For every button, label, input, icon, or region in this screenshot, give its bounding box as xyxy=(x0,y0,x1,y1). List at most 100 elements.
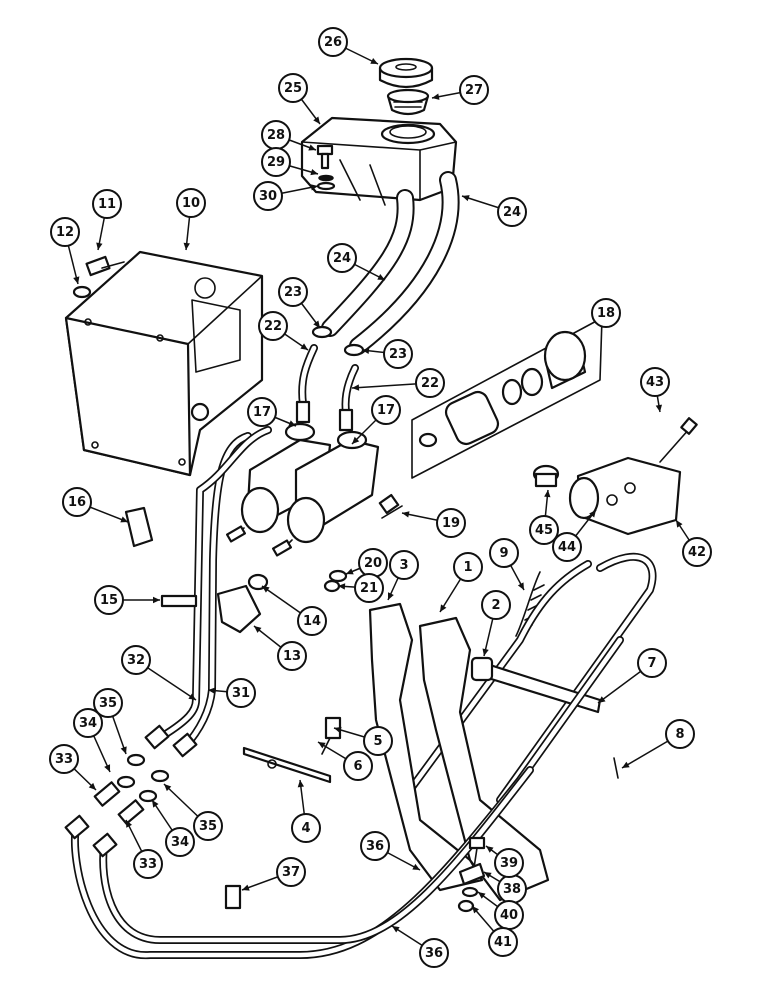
arrowhead-12 xyxy=(73,276,80,284)
callout-circle xyxy=(497,197,527,227)
callout-label: 20 xyxy=(364,556,382,571)
callout-42: 42 xyxy=(682,537,712,567)
callout-label: 12 xyxy=(56,225,74,240)
callout-circle xyxy=(436,508,466,538)
arrowhead-10 xyxy=(183,242,190,250)
hose-connectors-part xyxy=(295,344,359,432)
callout-19: 19 xyxy=(436,508,466,538)
arrowhead-36 xyxy=(412,863,420,870)
callout-circle xyxy=(383,339,413,369)
callout-10: 10 xyxy=(176,188,206,218)
arrowhead-45 xyxy=(544,490,551,498)
callout-label: 38 xyxy=(503,882,521,897)
callout-label: 41 xyxy=(494,935,512,950)
callout-14: 14 xyxy=(297,606,327,636)
bracket-part xyxy=(64,250,264,477)
callout-label: 2 xyxy=(491,598,500,613)
bolt-43-part xyxy=(659,417,698,463)
brake-pipes-part xyxy=(71,426,624,960)
callout-13: 13 xyxy=(277,641,307,671)
switch-plate-38-part xyxy=(458,862,486,886)
arrowhead-33 xyxy=(126,820,132,828)
washer-12-part xyxy=(72,285,92,299)
callout-24: 24 xyxy=(327,243,357,273)
callout-circle xyxy=(327,243,357,273)
callout-circle xyxy=(489,538,519,568)
arrowhead-17 xyxy=(352,436,360,444)
callout-36: 36 xyxy=(360,831,390,861)
callout-label: 44 xyxy=(558,540,576,555)
arrowhead-36 xyxy=(392,926,400,933)
arrowhead-2 xyxy=(482,648,489,656)
callout-circle xyxy=(49,744,79,774)
callout-label: 31 xyxy=(232,686,250,701)
callout-circle xyxy=(247,397,277,427)
callout-35: 35 xyxy=(193,811,223,841)
callout-25: 25 xyxy=(278,73,308,103)
arrowhead-34 xyxy=(152,800,159,808)
callout-circle xyxy=(94,585,124,615)
callout-circle xyxy=(297,606,327,636)
callout-5: 5 xyxy=(363,726,393,756)
piston-kit-part xyxy=(411,317,603,479)
arrowhead-11 xyxy=(96,242,103,250)
arrowhead-34 xyxy=(104,764,111,772)
callout-circle xyxy=(226,678,256,708)
arrowhead-7 xyxy=(598,696,606,703)
callout-16: 16 xyxy=(62,487,92,517)
arrowhead-35 xyxy=(164,784,172,792)
callout-18: 18 xyxy=(591,298,621,328)
callout-label: 24 xyxy=(503,205,521,220)
callout-circle xyxy=(92,189,122,219)
callout-label: 34 xyxy=(171,835,189,850)
arrowhead-4 xyxy=(297,780,305,788)
hoses-part xyxy=(311,171,460,357)
arrowhead-5 xyxy=(334,726,342,734)
arrowhead-1 xyxy=(440,604,447,612)
callout-label: 5 xyxy=(373,734,382,749)
arrowhead-33 xyxy=(88,782,96,790)
arrowhead-15 xyxy=(153,596,160,604)
callout-circle xyxy=(121,645,151,675)
arrowhead-23 xyxy=(362,347,370,354)
arrowhead-6 xyxy=(318,742,326,749)
callout-33: 33 xyxy=(133,849,163,879)
arrowhead-23 xyxy=(313,320,320,328)
callout-43: 43 xyxy=(640,367,670,397)
callout-label: 32 xyxy=(127,653,145,668)
callout-circle xyxy=(165,827,195,857)
callout-label: 17 xyxy=(377,403,395,418)
callout-circle xyxy=(253,181,283,211)
callout-21: 21 xyxy=(354,573,384,603)
callout-40: 40 xyxy=(494,900,524,930)
callout-label: 23 xyxy=(284,285,302,300)
callout-26: 26 xyxy=(318,27,348,57)
callout-label: 45 xyxy=(535,523,553,538)
callout-3: 3 xyxy=(389,550,419,580)
pedal-1-part xyxy=(418,616,550,902)
callout-label: 10 xyxy=(182,196,200,211)
washer-40-part xyxy=(461,886,479,898)
callout-circle xyxy=(529,515,559,545)
arrowhead-44 xyxy=(589,510,596,518)
callout-label: 36 xyxy=(366,839,384,854)
callout-circle xyxy=(193,811,223,841)
callout-label: 22 xyxy=(264,319,282,334)
callout-23: 23 xyxy=(278,277,308,307)
callout-circle xyxy=(73,708,103,738)
arrowhead-29 xyxy=(310,169,318,176)
callout-label: 6 xyxy=(353,759,362,774)
callout-label: 42 xyxy=(688,545,706,560)
arrowhead-14 xyxy=(262,586,270,593)
callout-24: 24 xyxy=(497,197,527,227)
callout-7: 7 xyxy=(637,648,667,678)
callout-label: 27 xyxy=(465,83,483,98)
callout-label: 33 xyxy=(55,752,73,767)
callout-label: 26 xyxy=(324,35,342,50)
arrowhead-20 xyxy=(346,568,354,575)
callout-label: 30 xyxy=(259,189,277,204)
callout-label: 35 xyxy=(199,819,217,834)
callout-circle xyxy=(665,719,695,749)
